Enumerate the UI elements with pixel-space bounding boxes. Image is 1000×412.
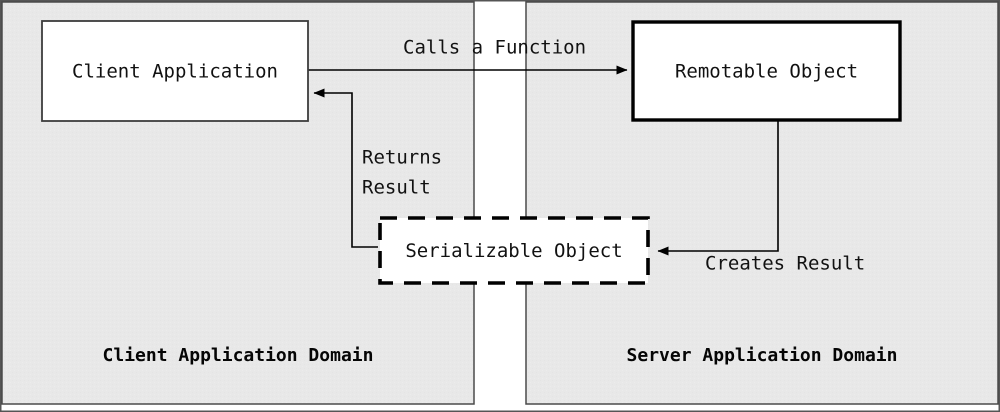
node-remotable-object[interactable]: Remotable Object: [631, 20, 902, 122]
edge-creates-result: Creates Result: [657, 120, 865, 275]
client-domain-label: Client Application Domain: [103, 345, 374, 366]
returns-result-label-line2: Result: [362, 177, 431, 199]
edge-calls-a-function: Calls a Function: [308, 37, 628, 75]
nodes: Client Application Remotable Object Seri…: [41, 20, 902, 285]
returns-result-label-line1: Returns: [362, 147, 442, 169]
serializable-object-box[interactable]: [378, 216, 650, 285]
remotable-object-label: Remotable Object: [675, 61, 858, 83]
node-serializable-object[interactable]: Serializable Object: [378, 216, 650, 285]
server-domain-label: Server Application Domain: [627, 345, 898, 366]
client-application-label: Client Application: [72, 61, 278, 83]
node-client-application[interactable]: Client Application: [41, 20, 309, 122]
calls-a-function-label: Calls a Function: [403, 37, 586, 59]
edges: Calls a Function Returns Result Creates …: [308, 37, 865, 275]
client-application-box[interactable]: [41, 20, 309, 122]
returns-result-arrow: [313, 88, 378, 248]
creates-result-arrow: [657, 120, 779, 256]
serializable-object-label: Serializable Object: [405, 240, 622, 262]
edge-returns-result: Returns Result: [313, 88, 442, 248]
remotable-object-box[interactable]: [631, 20, 902, 122]
creates-result-label: Creates Result: [705, 253, 865, 275]
